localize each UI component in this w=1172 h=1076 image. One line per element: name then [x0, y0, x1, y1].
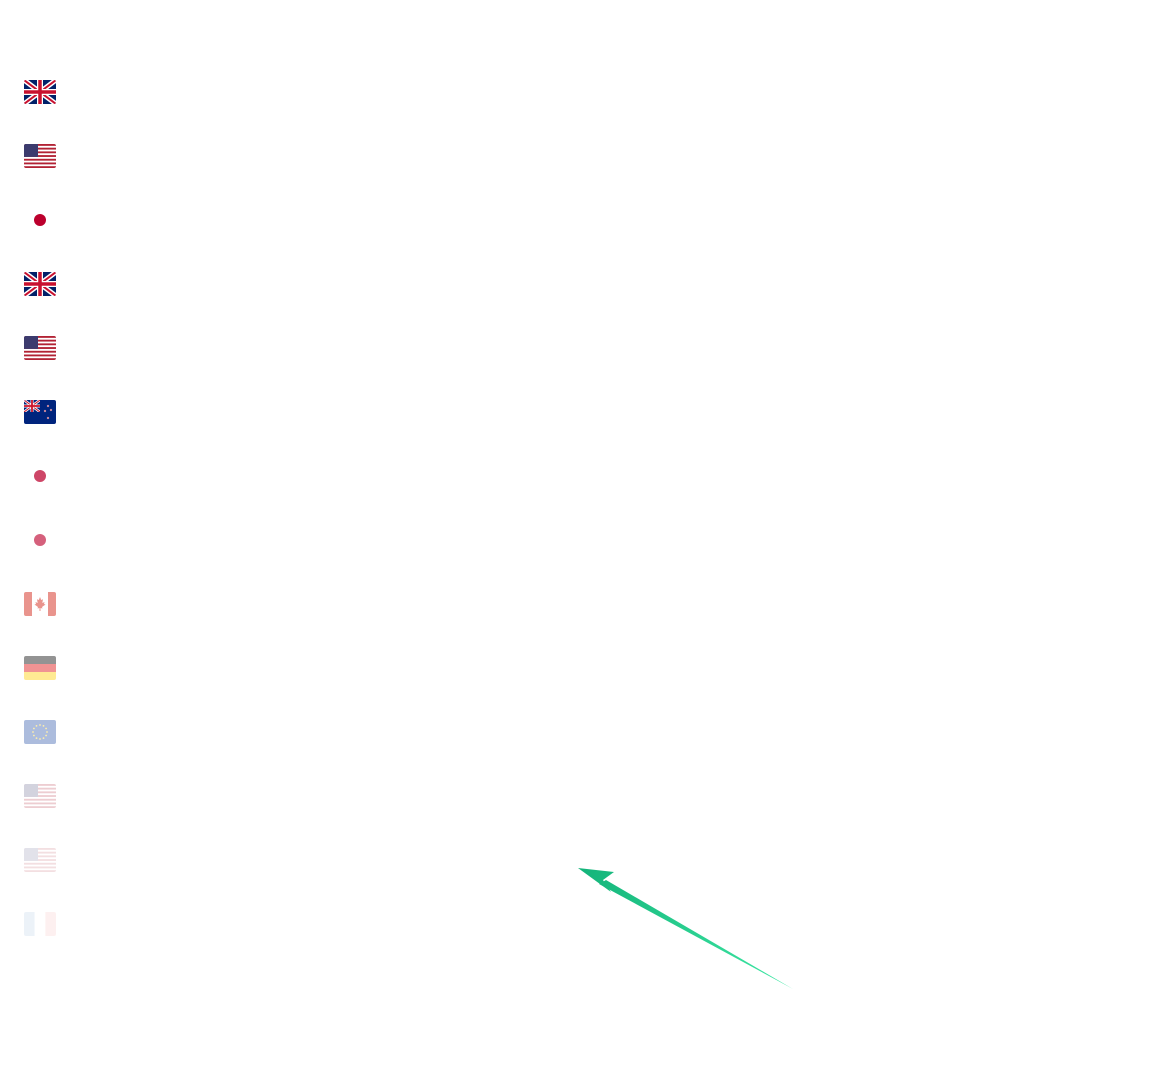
- japan-flag-icon: [24, 208, 56, 232]
- us-flag-icon: [24, 144, 56, 168]
- flag-item[interactable]: [24, 592, 56, 656]
- eu-flag-icon: [24, 720, 56, 744]
- new-zealand-flag-icon: [24, 400, 56, 424]
- us-flag-icon: [24, 848, 56, 872]
- flag-list: [24, 80, 56, 976]
- france-flag-icon: [24, 912, 56, 936]
- flag-item[interactable]: [24, 208, 56, 272]
- flag-item[interactable]: [24, 912, 56, 976]
- us-flag-icon: [24, 784, 56, 808]
- flag-item[interactable]: [24, 848, 56, 912]
- flag-item[interactable]: [24, 400, 56, 464]
- uk-flag-icon: [24, 80, 56, 104]
- flag-item[interactable]: [24, 80, 56, 144]
- flag-item[interactable]: [24, 528, 56, 592]
- flag-item[interactable]: [24, 720, 56, 784]
- us-flag-icon: [24, 336, 56, 360]
- flag-item[interactable]: [24, 656, 56, 720]
- flag-item[interactable]: [24, 272, 56, 336]
- japan-flag-icon: [24, 528, 56, 552]
- arrow-icon: [578, 868, 793, 989]
- uk-flag-icon: [24, 272, 56, 296]
- flag-item[interactable]: [24, 784, 56, 848]
- flag-item[interactable]: [24, 336, 56, 400]
- japan-flag-icon: [24, 464, 56, 488]
- flag-item[interactable]: [24, 144, 56, 208]
- flag-item[interactable]: [24, 464, 56, 528]
- canada-flag-icon: [24, 592, 56, 616]
- germany-flag-icon: [24, 656, 56, 680]
